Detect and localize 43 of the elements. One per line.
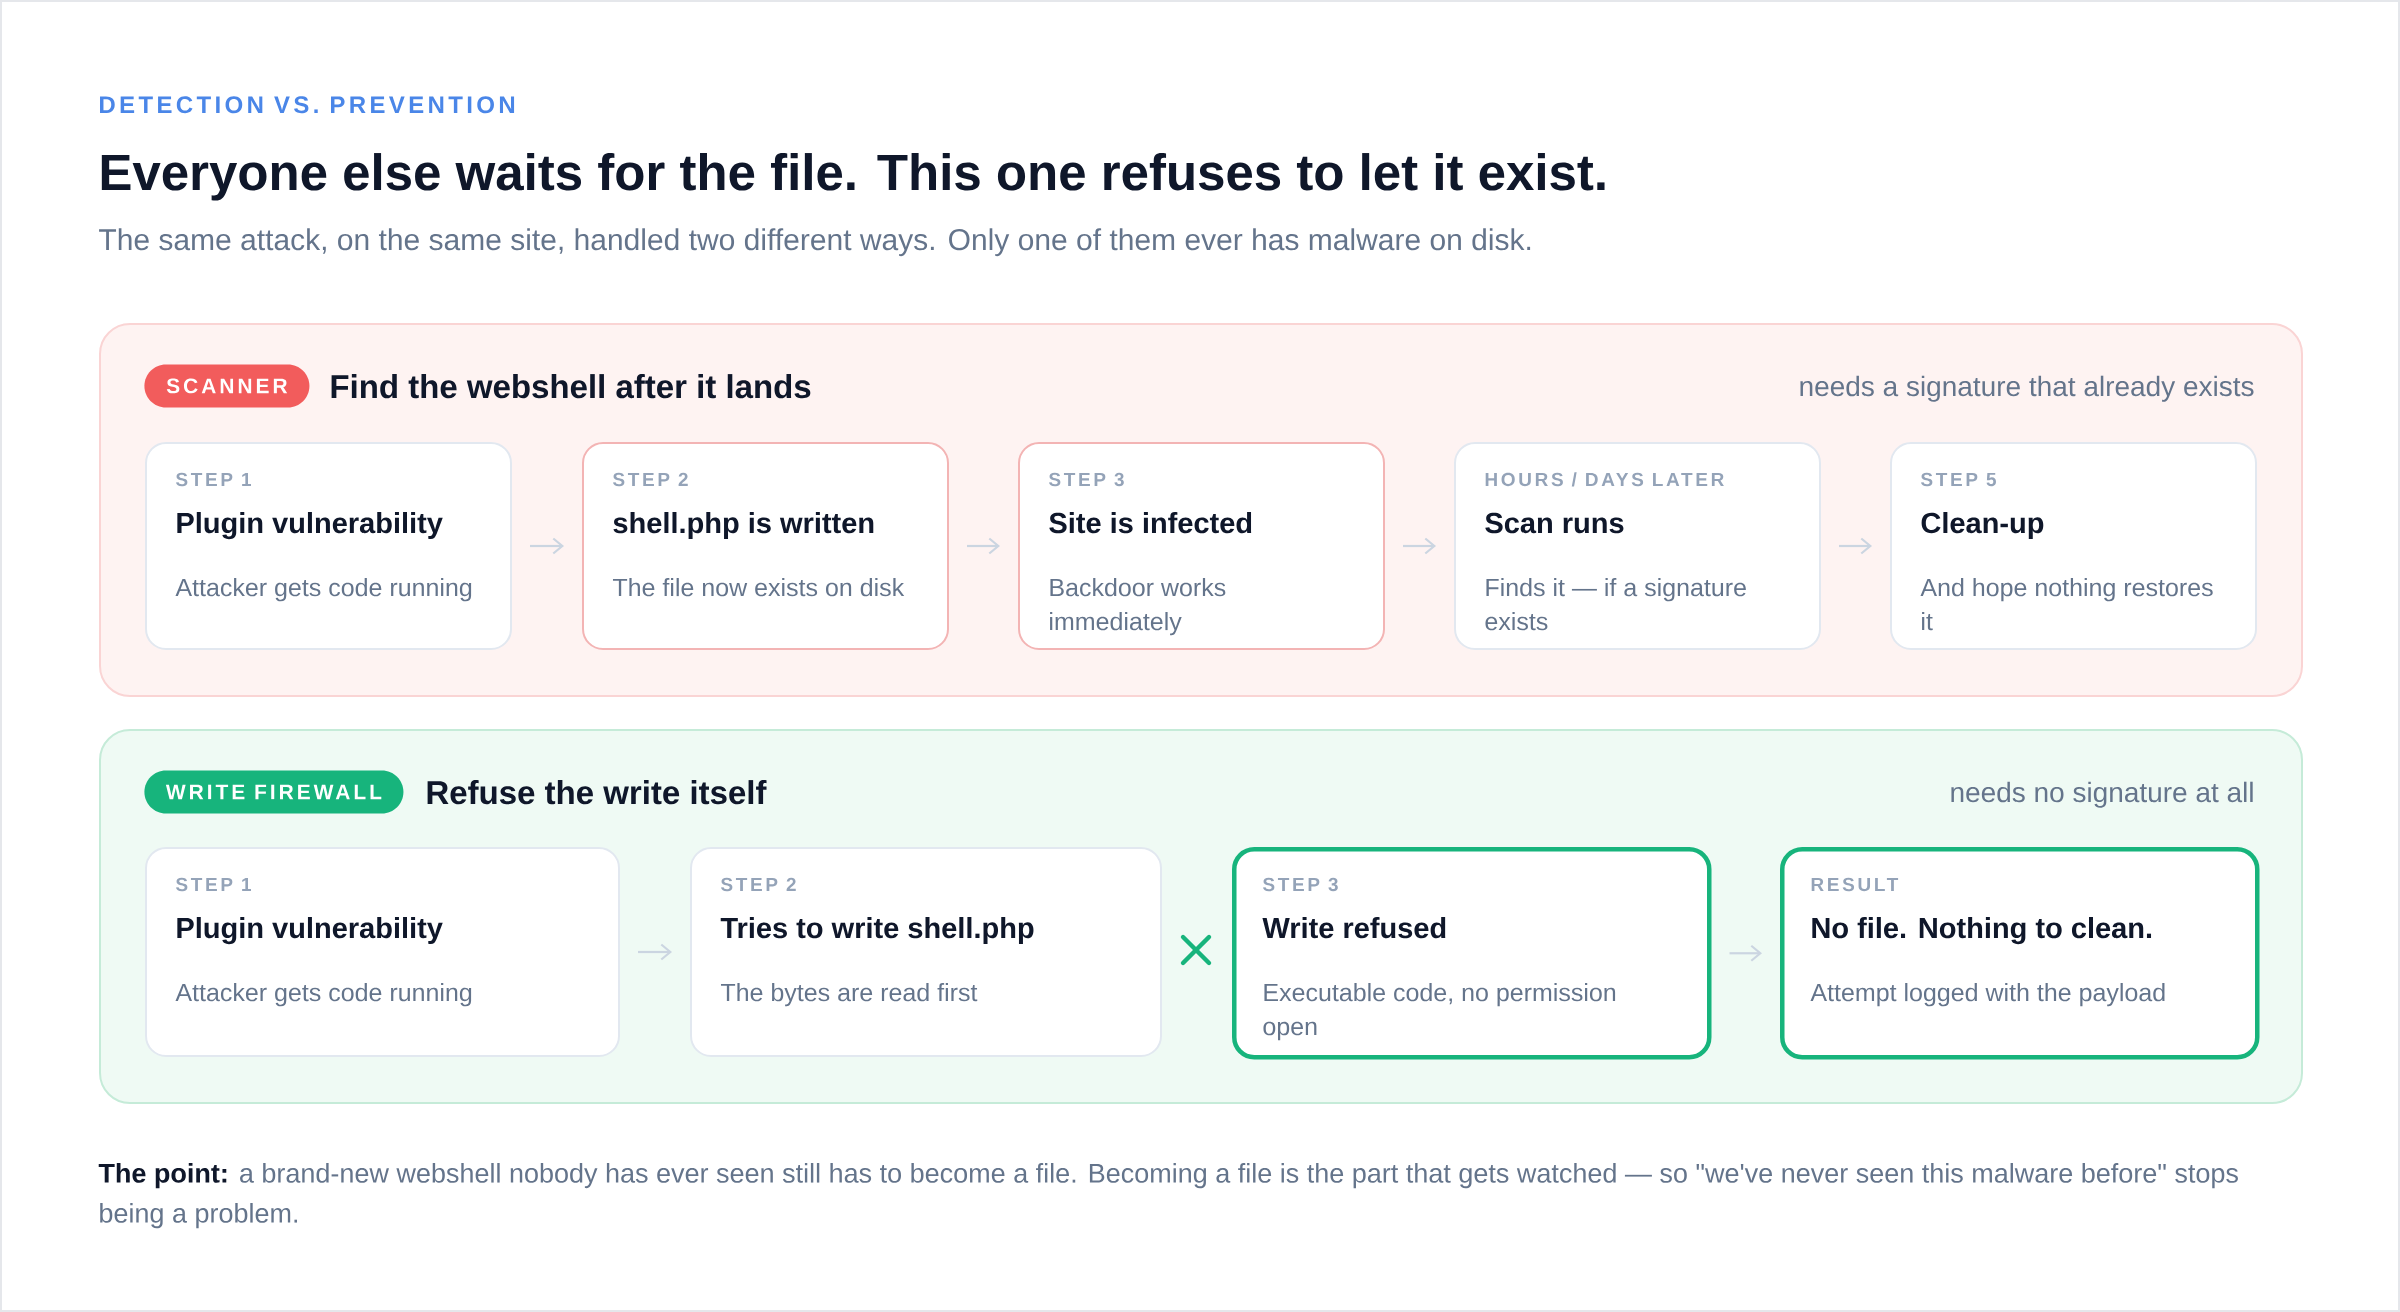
step-title: No file. Nothing to clean. <box>1812 917 2152 945</box>
step-label: STEP 5 <box>1920 472 1996 487</box>
step-label: STEP 1 <box>175 877 251 892</box>
step-label: STEP 1 <box>175 472 251 487</box>
step-label: STEP 2 <box>720 877 796 892</box>
step-description: And hope nothing restores it <box>1920 578 2213 631</box>
caption: The point: a brand-new webshell nobody has ever seen still has to become a file. Becoming a file is the part that gets watched — so "we've never seen this malware before" stops being a problem. <box>98 1163 2238 1229</box>
panel-heading: Find the webshell after it lands <box>331 374 811 399</box>
panel-note: needs no signature at all <box>1951 781 2253 808</box>
eyebrow-label: DETECTION VS. PREVENTION <box>100 96 515 114</box>
step-title: Plugin vulnerability <box>177 917 443 945</box>
step-description: Attempt logged with the payload <box>1810 983 2165 1007</box>
step-title: Clean-up <box>1921 512 2044 539</box>
step-label: STEP 3 <box>1048 472 1124 487</box>
panel-note: needs a signature that already exists <box>1800 375 2254 402</box>
step-description: Executable code, no permission open <box>1263 983 1616 1041</box>
step-title: Tries to write shell.php <box>720 917 1034 944</box>
arrow <box>1839 537 1872 555</box>
step-description: Attacker gets code running <box>175 983 472 1007</box>
step-title: Plugin vulnerability <box>177 512 443 540</box>
arrow <box>530 537 564 555</box>
step-description: The bytes are read first <box>721 983 978 1007</box>
step-title: Site is infected <box>1049 512 1252 534</box>
step-label: STEP 2 <box>612 472 688 487</box>
step-title: Write refused <box>1262 917 1446 939</box>
step-title: Scan runs <box>1485 512 1624 534</box>
step-description: Finds it — if a signature exists <box>1485 578 1746 631</box>
title: Everyone else waits for the file. This one refuses to let it exist. <box>101 153 1605 201</box>
arrow <box>1729 944 1762 962</box>
arrow <box>638 943 672 961</box>
step-title: shell.php is written <box>613 512 874 539</box>
pill-badge: WRITE FIREWALL <box>144 770 404 814</box>
step-label: STEP 3 <box>1262 877 1338 892</box>
panel-heading: Refuse the write itself <box>427 780 767 805</box>
subtitle: The same attack, on the same site, handled two different ways. Only one of them ever has malware on disk. <box>99 228 1531 257</box>
pill-badge: SCANNER <box>144 364 310 408</box>
step-description: Attacker gets code running <box>175 578 472 602</box>
step-description: The file now exists on disk <box>613 578 905 597</box>
step-description: Backdoor works immediately <box>1050 578 1226 636</box>
arrow <box>967 537 1000 555</box>
step-label: RESULT <box>1811 877 1899 892</box>
arrow <box>1403 537 1436 555</box>
step-label: HOURS / DAYS LATER <box>1485 472 1724 487</box>
